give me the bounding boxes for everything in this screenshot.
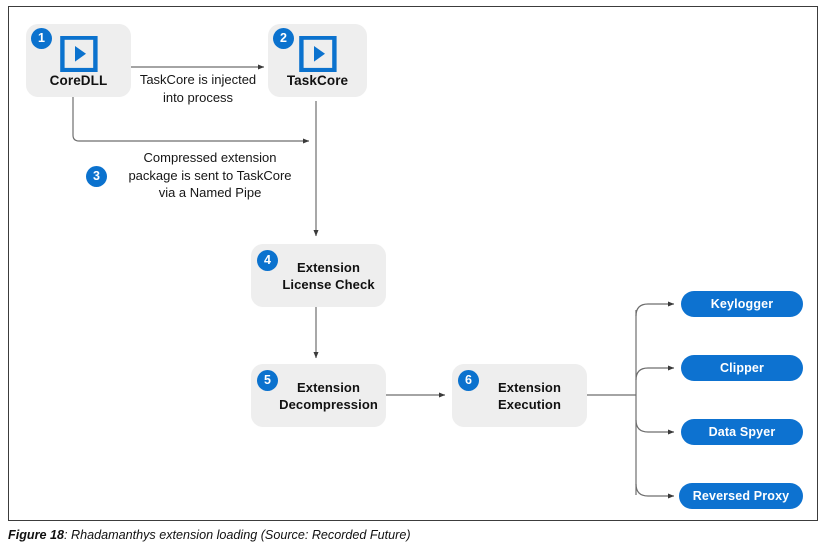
node-coredll-label: CoreDLL [49, 73, 108, 88]
output-pill-data-spyer[interactable]: Data Spyer [681, 419, 803, 445]
node-decompression-label: Extension Decompression [251, 379, 386, 413]
output-pill-keylogger[interactable]: Keylogger [681, 291, 803, 317]
badge-step-4: 4 [257, 250, 278, 271]
diagram-canvas: CoreDLL 1 TaskCore 2 TaskCore is injecte… [9, 7, 817, 520]
edge-branch-to-reversed-proxy [635, 483, 675, 499]
executable-play-icon [59, 35, 98, 77]
node-execution-label-line2: Execution [497, 396, 562, 412]
badge-step-2: 2 [273, 28, 294, 49]
output-pill-clipper[interactable]: Clipper [681, 355, 803, 381]
edge-caption-inject: TaskCore is injected into process [131, 71, 265, 106]
node-decompression-label-line2: Decompression [279, 396, 378, 412]
edge-caption-named-pipe-line2: package is sent to TaskCore [128, 167, 292, 183]
badge-step-3: 3 [86, 166, 107, 187]
edge-caption-named-pipe-line1: Compressed extension [143, 150, 277, 165]
badge-step-6: 6 [458, 370, 479, 391]
figure-caption-text: : Rhadamanthys extension loading (Source… [64, 528, 411, 542]
node-taskcore-label: TaskCore [286, 73, 349, 88]
badge-step-5: 5 [257, 370, 278, 391]
node-decompression-label-line1: Extension [296, 379, 361, 395]
edge-caption-inject-line2: into process [162, 89, 234, 105]
figure-caption: Figure 18: Rhadamanthys extension loadin… [8, 528, 808, 542]
edge-caption-inject-line1: TaskCore is injected [139, 72, 257, 87]
node-execution-label: Extension Execution [452, 379, 587, 413]
node-execution-label-line1: Extension [497, 379, 562, 395]
output-pill-reversed-proxy[interactable]: Reversed Proxy [679, 483, 803, 509]
edge-branch-to-clipper [635, 365, 675, 381]
figure-frame: CoreDLL 1 TaskCore 2 TaskCore is injecte… [8, 6, 818, 521]
node-license-check-label-line1: Extension [296, 259, 361, 275]
node-license-check-label: Extension License Check [251, 259, 386, 293]
executable-play-icon [298, 35, 337, 77]
edge-caption-named-pipe-line3: via a Named Pipe [158, 185, 262, 200]
figure-caption-number: Figure 18 [8, 528, 64, 542]
edge-branch-to-data-spyer [635, 419, 675, 435]
edge-branch-to-keylogger [635, 301, 675, 317]
edge-caption-named-pipe: Compressed extension package is sent to … [117, 149, 303, 202]
badge-step-1: 1 [31, 28, 52, 49]
node-license-check-label-line2: License Check [282, 276, 375, 292]
